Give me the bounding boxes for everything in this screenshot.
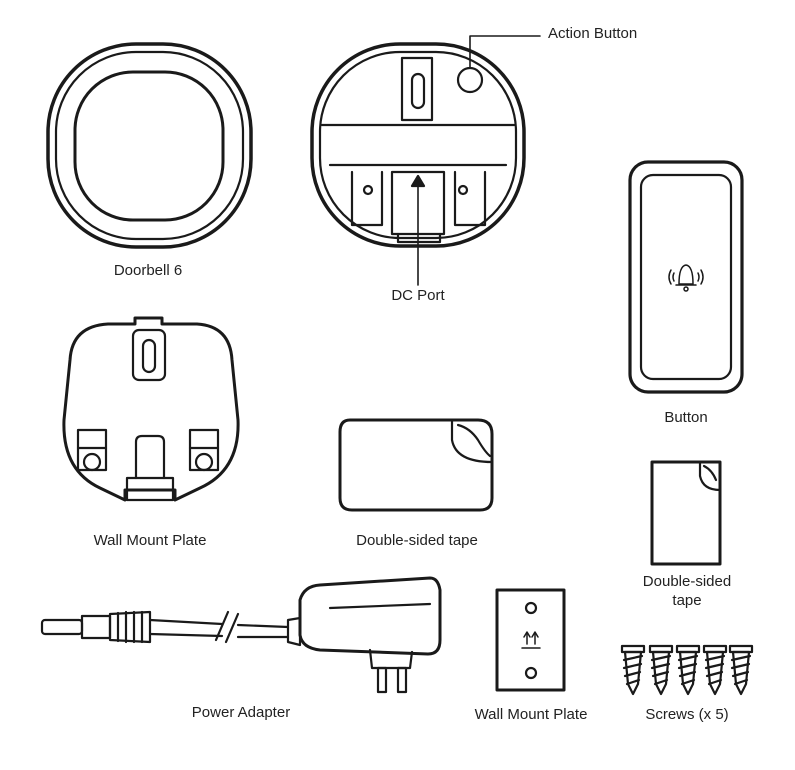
double-sided-tape-small-label-line1: Double-sided (642, 573, 732, 590)
chime-button (628, 160, 744, 394)
power-adapter (40, 576, 442, 694)
screw-1 (620, 644, 646, 696)
doorbell-label: Doorbell 6 (113, 262, 183, 279)
action-button-label: Action Button (548, 25, 638, 42)
screws-label: Screws (x 5) (645, 706, 729, 723)
double-sided-tape-small (650, 460, 722, 566)
double-sided-tape-small-label-line2: tape (672, 592, 702, 609)
double-sided-tape-large-label: Double-sided tape (356, 532, 478, 549)
wall-mount-plate-large-label: Wall Mount Plate (93, 532, 207, 549)
wall-mount-plate-small-label: Wall Mount Plate (474, 706, 588, 723)
screw-5 (728, 644, 754, 696)
screw-3 (675, 644, 701, 696)
dc-port-label: DC Port (391, 287, 445, 304)
double-sided-tape-large (338, 418, 494, 512)
power-adapter-label: Power Adapter (191, 704, 291, 721)
doorbell-front (46, 42, 253, 249)
bell-icon (668, 264, 704, 292)
screws (620, 644, 754, 696)
wall-mount-plate-small (495, 588, 566, 692)
up-arrows-icon (521, 631, 541, 649)
screw-4 (702, 644, 728, 696)
doorbell-back (310, 35, 541, 286)
screw-2 (648, 644, 674, 696)
wall-mount-plate-large (62, 316, 240, 502)
button-label: Button (664, 409, 708, 426)
